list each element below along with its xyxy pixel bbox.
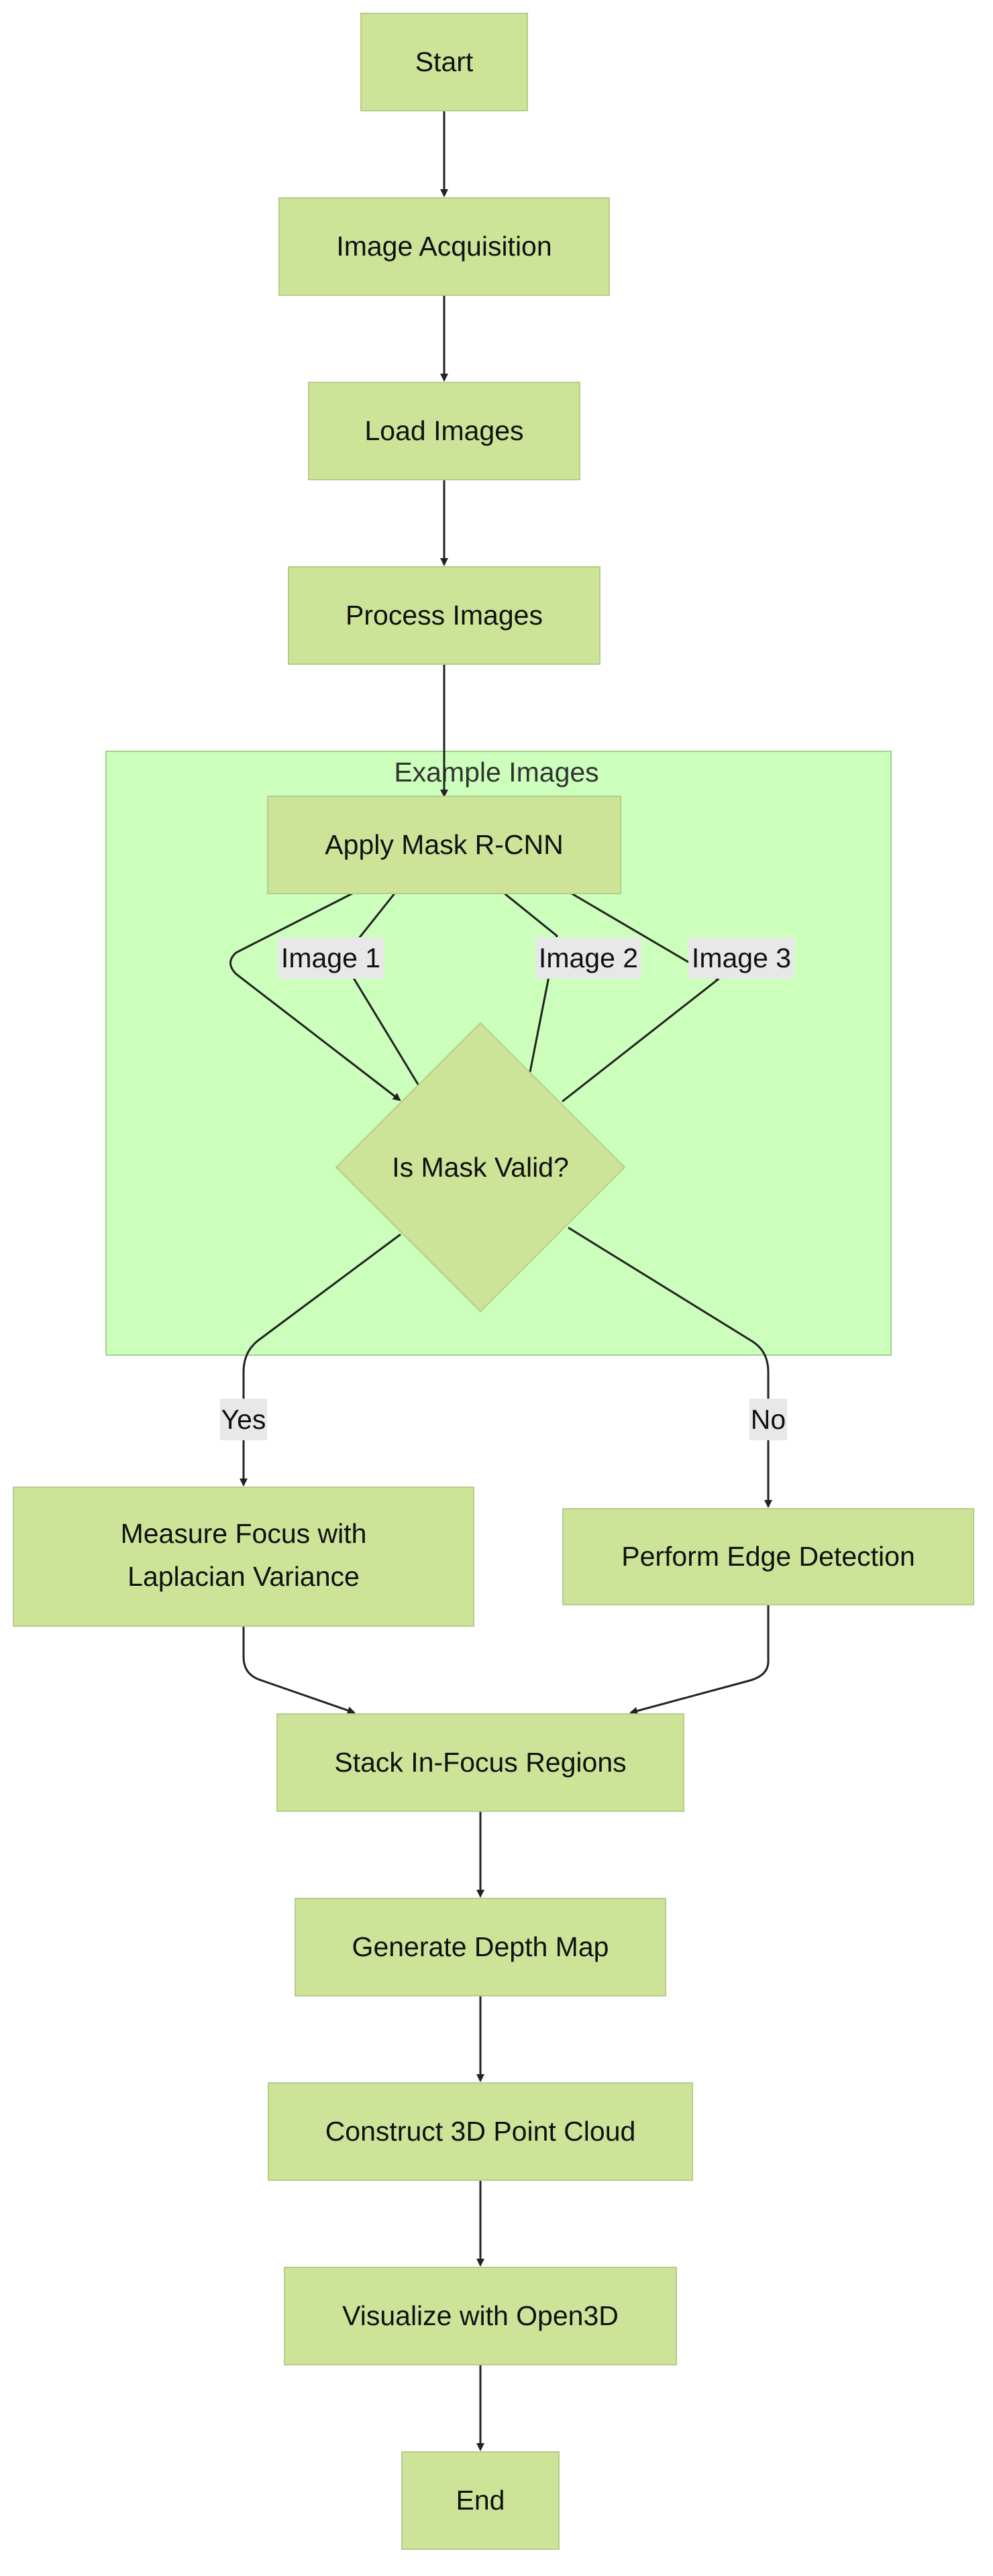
edge-label-image2: Image 2 (535, 937, 641, 979)
edge-edge-stack (629, 1605, 770, 1715)
svg-text:No: No (751, 1404, 786, 1435)
node-label: Apply Mask R-CNN (325, 829, 563, 860)
edge-label-image1: Image 1 (278, 937, 384, 979)
edge-mask-valid-image3 (562, 892, 720, 1103)
node-label-line2: Laplacian Variance (127, 1561, 360, 1592)
node-visualize[interactable]: Visualize with Open3D (284, 2267, 677, 2365)
edge-valid-no (568, 1226, 772, 1508)
edge-valid-yes (240, 1233, 401, 1487)
node-end[interactable]: End (401, 2451, 560, 2550)
node-point-cloud[interactable]: Construct 3D Point Cloud (268, 2082, 693, 2181)
edge-mask-valid-image1 (229, 892, 401, 1102)
node-start[interactable]: Start (360, 13, 528, 111)
node-label: Image Acquisition (336, 231, 552, 262)
svg-text:Image 3: Image 3 (692, 943, 791, 973)
node-depth-map[interactable]: Generate Depth Map (295, 1898, 666, 1996)
decision-is-mask-valid[interactable]: Is Mask Valid? (335, 1022, 626, 1313)
edge-mask-valid-image2 (504, 892, 558, 1073)
node-label: Is Mask Valid? (392, 1152, 569, 1183)
node-label: Generate Depth Map (352, 1931, 609, 1962)
svg-text:Image 2: Image 2 (539, 943, 638, 973)
node-label: Construct 3D Point Cloud (325, 2116, 636, 2147)
edge-label-image3: Image 3 (688, 937, 794, 979)
node-stack-regions[interactable]: Stack In-Focus Regions (276, 1713, 684, 1812)
svg-text:Image 1: Image 1 (281, 943, 380, 973)
node-process-images[interactable]: Process Images (288, 566, 600, 665)
cluster-title: Example Images (394, 757, 598, 788)
node-label: Start (415, 46, 474, 77)
node-measure-focus[interactable]: Measure Focus with Laplacian Variance (13, 1487, 474, 1627)
edge-label-no: No (749, 1399, 787, 1440)
node-image-acquisition[interactable]: Image Acquisition (278, 197, 610, 296)
node-label: Visualize with Open3D (342, 2300, 619, 2331)
svg-text:Yes: Yes (221, 1404, 266, 1435)
edge-label-yes: Yes (220, 1399, 267, 1440)
node-edge-detection[interactable]: Perform Edge Detection (562, 1508, 974, 1605)
edge-focus-stack (242, 1626, 356, 1715)
node-label-line1: Measure Focus with (121, 1518, 367, 1549)
node-load-images[interactable]: Load Images (308, 382, 580, 480)
node-apply-mask[interactable]: Apply Mask R-CNN (267, 796, 621, 894)
node-label: Stack In-Focus Regions (334, 1747, 626, 1778)
node-label: Perform Edge Detection (621, 1541, 915, 1572)
node-label: Load Images (364, 415, 523, 446)
node-label: Process Images (346, 600, 543, 631)
node-label: End (456, 2485, 505, 2516)
